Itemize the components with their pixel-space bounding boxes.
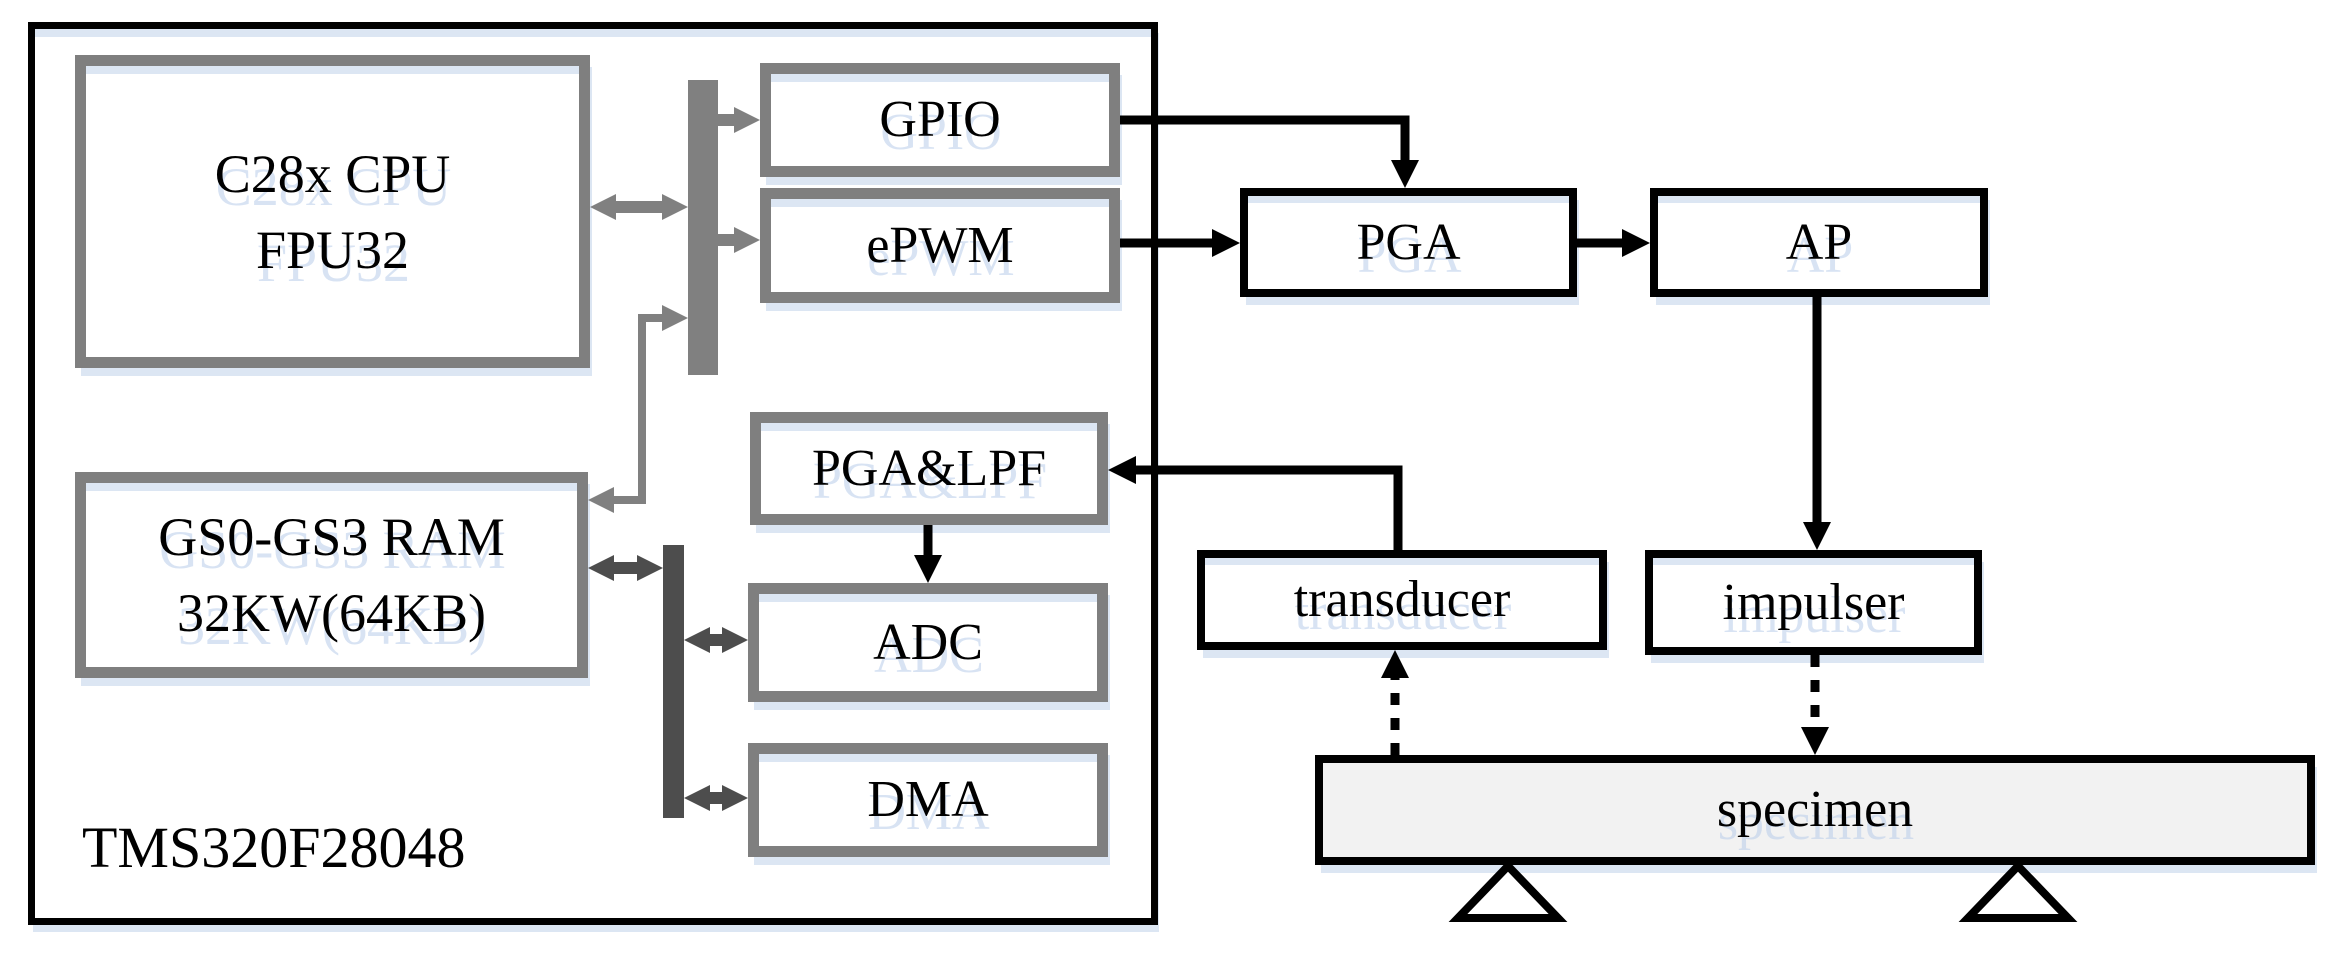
cpu-label-line1: C28x CPU — [214, 143, 451, 204]
impulser-label: impulser — [1722, 573, 1905, 631]
ram-block: GS0-GS3 RAM 32KW(64KB) — [75, 472, 588, 678]
chip-name-label: TMS320F28048 — [82, 812, 466, 882]
dma-block: DMA — [748, 743, 1108, 857]
arrow-bus-ram-elbow — [588, 305, 688, 513]
arrow-gpio-pga — [1120, 115, 1419, 188]
gpio-block: GPIO — [760, 63, 1120, 177]
support-triangle-left — [1448, 860, 1568, 922]
epwm-block: ePWM — [760, 188, 1120, 303]
specimen-block: specimen — [1315, 755, 2315, 865]
pga-label: PGA — [1356, 213, 1461, 271]
cpu-bus-bar — [688, 80, 718, 375]
ram-label-line1: GS0-GS3 RAM — [158, 507, 505, 567]
pga-lpf-label: PGA&LPF — [811, 439, 1047, 497]
pga-block: PGA — [1240, 188, 1577, 297]
dma-label: DMA — [867, 771, 989, 829]
adc-label: ADC — [873, 613, 983, 671]
support-triangle-right — [1958, 860, 2078, 922]
cpu-label-line2: FPU32 — [255, 219, 410, 280]
ram-label-line2: 32KW(64KB) — [177, 583, 486, 643]
epwm-label: ePWM — [866, 216, 1014, 274]
impulser-block: impulser — [1645, 550, 1982, 655]
adc-block: ADC — [748, 583, 1108, 702]
gpio-label: GPIO — [879, 91, 1001, 149]
chip-name-text: TMS320F28048 — [82, 814, 466, 880]
transducer-block: transducer — [1197, 550, 1607, 650]
arrow-transducer-pgalpf — [1108, 456, 1403, 550]
pga-lpf-block: PGA&LPF — [750, 412, 1108, 525]
specimen-label: specimen — [1716, 781, 1914, 839]
ap-block: AP — [1650, 188, 1988, 297]
cpu-block: C28x CPU FPU32 — [75, 55, 590, 368]
ap-label: AP — [1785, 213, 1853, 271]
ram-bus-bar — [663, 545, 684, 818]
transducer-label: transducer — [1293, 571, 1511, 629]
